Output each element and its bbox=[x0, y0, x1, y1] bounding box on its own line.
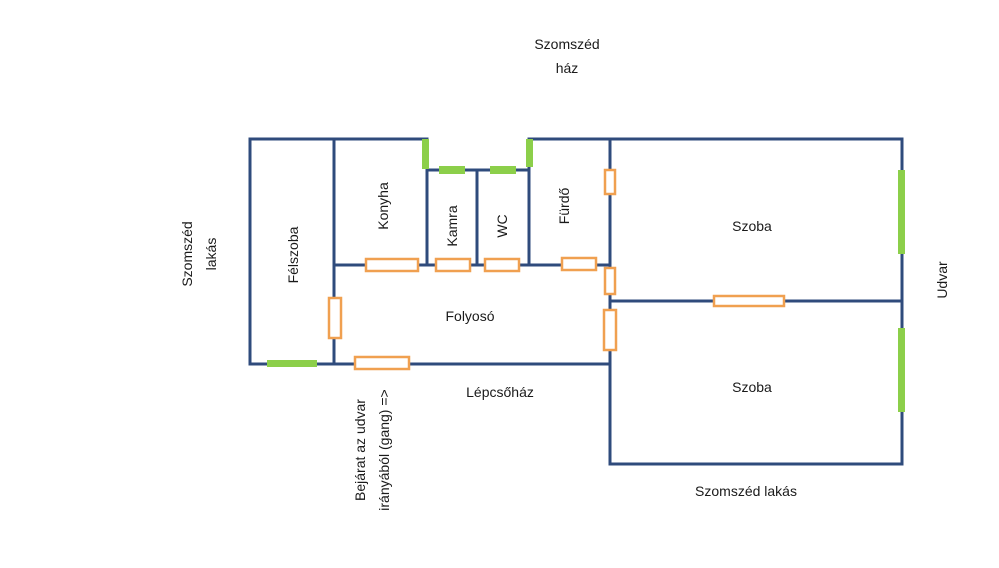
door bbox=[364, 257, 420, 273]
door bbox=[434, 257, 472, 273]
room-label-konyha: Konyha bbox=[375, 182, 391, 230]
door bbox=[602, 308, 618, 352]
neighbor-flat-left-line2: lakás bbox=[203, 237, 219, 271]
neighbor-flat-left-label: Szomszéd lakás bbox=[176, 221, 224, 286]
room-label-kamra: Kamra bbox=[444, 205, 460, 247]
door bbox=[353, 355, 411, 371]
room-label-wc: WC bbox=[494, 214, 510, 238]
room-label-szoba-bottom: Szoba bbox=[732, 379, 772, 395]
neighbor-flat-left-line1: Szomszéd bbox=[179, 221, 196, 287]
window bbox=[898, 170, 905, 254]
windows bbox=[267, 139, 905, 412]
walls bbox=[248, 137, 904, 466]
window bbox=[526, 139, 533, 167]
entrance-line2: irányából (gang) => bbox=[376, 389, 392, 511]
window bbox=[267, 360, 317, 367]
room-label-szoba-top: Szoba bbox=[732, 218, 772, 234]
door bbox=[712, 294, 786, 308]
window bbox=[898, 328, 905, 412]
door bbox=[483, 257, 521, 273]
door bbox=[327, 296, 343, 340]
window bbox=[490, 166, 516, 174]
doors bbox=[327, 168, 786, 371]
room-label-folyoso: Folyosó bbox=[445, 308, 495, 324]
entrance-label: Bejárat az udvar irányából (gang) => bbox=[349, 389, 397, 510]
neighbor-house-line1: Szomszéd bbox=[534, 36, 600, 53]
window bbox=[422, 139, 429, 169]
room-label-felszoba: Félszoba bbox=[285, 226, 301, 284]
entrance-line1: Bejárat az udvar bbox=[352, 399, 369, 501]
door bbox=[603, 168, 617, 196]
door bbox=[560, 256, 598, 272]
window bbox=[439, 166, 465, 174]
courtyard-label: Udvar bbox=[934, 261, 950, 299]
neighbor-house-line2: ház bbox=[555, 60, 579, 76]
neighbor-house-label: Szomszéd ház bbox=[534, 33, 599, 81]
neighbor-flat-bottom-label: Szomszéd lakás bbox=[695, 483, 797, 499]
door bbox=[603, 266, 617, 296]
room-label-furdo: Fürdő bbox=[556, 187, 572, 225]
staircase-label: Lépcsőház bbox=[466, 384, 534, 400]
